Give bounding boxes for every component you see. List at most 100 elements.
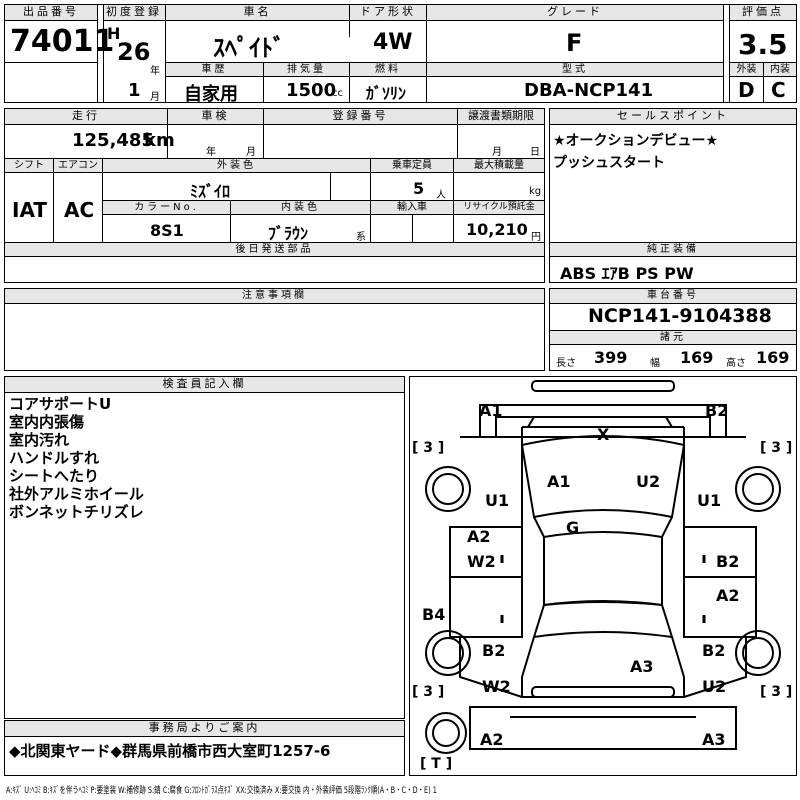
mark-b2-right-door: B2 <box>716 552 740 571</box>
mark-a1-hood: A1 <box>547 472 571 491</box>
tire-rear-left: [ 3 ] <box>412 684 445 700</box>
car-outline <box>425 380 781 754</box>
damage-diagram: A1 B2 X A1 U2 U1 U1 G A2 W2 B2 A2 B4 B2 … <box>409 376 797 776</box>
shift-label: シフト <box>5 159 53 173</box>
interior-grade: C <box>771 78 786 102</box>
length-label: 長さ <box>556 358 576 369</box>
ac: AC <box>64 198 95 222</box>
lot-number: 74011 <box>10 24 115 59</box>
door-type: 4W <box>373 30 413 55</box>
car-name-label: 車名 <box>166 5 349 21</box>
displacement: 1500 <box>286 80 337 101</box>
inspection-year-unit: 年 <box>206 147 216 158</box>
transfer-day-unit: 日 <box>530 147 540 158</box>
mark-a3-rear-bumper: A3 <box>702 730 726 749</box>
mark-b2-rear-left: B2 <box>482 641 506 660</box>
chassis-number: NCP141-9104388 <box>588 305 772 327</box>
score: 3.5 <box>738 28 788 61</box>
inspection-month-unit: 月 <box>246 147 256 158</box>
door-label: ドア形状 <box>350 5 426 21</box>
mark-a2-left-door: A2 <box>467 527 491 546</box>
height: 169 <box>756 348 790 367</box>
int-color-label: 内装色 <box>231 201 370 215</box>
mark-a2-right-door: A2 <box>716 586 740 605</box>
ac-label: エアコン <box>54 159 102 173</box>
transfer-label: 譲渡書類期限 <box>458 109 544 125</box>
color-no-label: カラーNo. <box>103 201 230 215</box>
recycle: 10,210 <box>466 220 528 239</box>
width-label: 幅 <box>650 358 660 369</box>
exterior-grade: D <box>738 78 755 102</box>
inspector-line-5: シートへたり <box>9 467 100 485</box>
first-reg-label: 初度登録 <box>103 5 165 21</box>
mark-a3-trunk: A3 <box>630 657 654 676</box>
fuel-label: 燃料 <box>350 63 426 77</box>
grade: F <box>566 29 583 57</box>
grade-label: グレード <box>427 5 723 21</box>
inspector-label: 検査員記入欄 <box>5 377 404 393</box>
legend: A:ｷｽﾞ U:ﾍｺﾐ B:ｷｽﾞを伴うﾍｺﾐ P:要塗装 W:補修跡 S:錆 … <box>6 786 437 796</box>
tire-spare: [ T ] <box>420 756 453 772</box>
exterior-label: 外装 <box>730 63 763 77</box>
mark-b2-rear-right: B2 <box>702 641 726 660</box>
int-color-unit: 系 <box>356 232 366 243</box>
mark-g-roof: G <box>566 518 580 537</box>
inspector-line-2: 室内内張傷 <box>9 413 85 431</box>
reg-no-label: 登録番号 <box>264 109 457 125</box>
seats: 5 <box>413 179 425 198</box>
tire-front-right: [ 3 ] <box>760 440 793 456</box>
inspector-line-7: ボンネットチリズレ <box>9 503 144 521</box>
max-load-label: 最大積載量 <box>454 159 544 173</box>
int-color: ﾌﾞﾗｳﾝ <box>268 224 309 243</box>
seats-unit: 人 <box>436 190 446 201</box>
office-text: ◆北関東ヤード◆群馬県前橋市西大室町1257-6 <box>9 742 331 760</box>
interior-label: 内装 <box>764 63 796 77</box>
reg-year: 26 <box>117 38 151 66</box>
height-label: 高さ <box>726 358 746 369</box>
era: H <box>107 24 121 43</box>
mark-b2-front-right: B2 <box>705 401 729 420</box>
chassis-label: 車台番号 <box>550 289 796 304</box>
inspection-label: 車検 <box>168 109 263 125</box>
mileage-label: 走行 <box>5 109 167 125</box>
mark-u2-rear-right: U2 <box>702 677 727 696</box>
shift: IAT <box>12 198 48 222</box>
car-name: ｽﾍﾟｲﾄﾞ <box>213 34 285 62</box>
mark-b4-left: B4 <box>422 605 446 624</box>
mark-u1-left: U1 <box>485 491 510 510</box>
inspector-line-3: 室内汚れ <box>9 431 70 449</box>
mark-u1-right: U1 <box>697 491 722 510</box>
tire-front-left: [ 3 ] <box>412 440 445 456</box>
recycle-unit: 円 <box>531 232 541 243</box>
reg-month: 1 <box>128 80 141 101</box>
recycle-label: リサイクル預託金 <box>454 201 544 215</box>
color-no: 8S1 <box>150 221 184 240</box>
mileage: 125,485 <box>72 130 154 151</box>
mark-w2-left-door: W2 <box>467 552 496 571</box>
lot-no-label: 出品番号 <box>5 5 97 21</box>
seats-label: 乗車定員 <box>371 159 453 173</box>
genuine-label: 純正装備 <box>550 243 796 257</box>
displacement-unit: cc <box>332 88 343 99</box>
ext-color-label: 外装色 <box>103 159 370 173</box>
inspector-line-4: ハンドルすれ <box>9 449 100 467</box>
history-label: 車歴 <box>166 63 263 77</box>
mark-x-windshield: X <box>597 425 610 444</box>
history: 自家用 <box>184 84 238 105</box>
width: 169 <box>680 348 714 367</box>
transfer-month-unit: 月 <box>492 147 502 158</box>
mark-u2-hood: U2 <box>636 472 661 491</box>
mark-a1-front-left: A1 <box>479 401 503 420</box>
genuine-equipment: ABS ｴｱB PS PW <box>560 264 694 283</box>
year-unit: 年 <box>150 66 160 77</box>
inspector-box <box>4 376 405 719</box>
notes-label: 注意事項欄 <box>5 289 544 304</box>
model-label: 型式 <box>427 63 723 77</box>
sales-point-1: ★オークションデビュー★ <box>553 133 719 149</box>
mark-a2-rear-bumper: A2 <box>480 730 504 749</box>
later-parts-label: 後日発送部品 <box>5 243 544 257</box>
office-label: 事務局よりご案内 <box>5 721 404 737</box>
inspector-line-1: コアサポートU <box>9 395 112 413</box>
sales-point-2: プッシュスタート <box>553 155 665 171</box>
max-load-unit: kg <box>529 186 542 197</box>
